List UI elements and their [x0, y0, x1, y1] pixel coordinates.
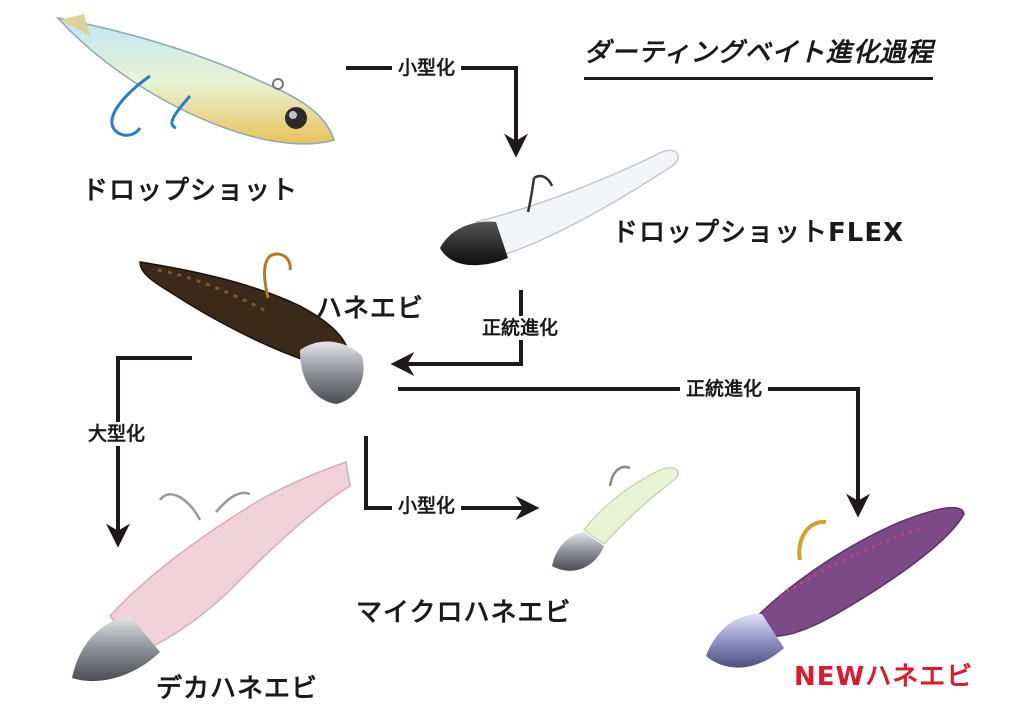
deka-hane-ebi-lure-image [72, 460, 351, 682]
edge-label-hane-to-micro: 小型化 [392, 494, 462, 518]
micro-hane-ebi-lure-image [552, 465, 680, 571]
hane-ebi-lure-image [139, 252, 364, 404]
connector-flex-to-hane [390, 290, 523, 376]
node-label-drop-shot: ドロップショット [82, 176, 299, 206]
connector-hane-to-new [398, 387, 870, 518]
connector-drop-to-flex [346, 66, 528, 158]
drop-shot-lure-image [55, 14, 335, 145]
edge-label-hane-to-deka: 大型化 [82, 422, 152, 446]
edge-label-drop-to-flex: 小型化 [392, 56, 462, 80]
drop-shot-flex-lure-image [440, 149, 680, 266]
connector-hane-to-micro [364, 436, 540, 520]
node-label-micro-hane-ebi: マイクロハネエビ [356, 598, 572, 628]
connector-hane-to-deka [106, 356, 192, 548]
edge-label-flex-to-hane: 正統進化 [476, 316, 565, 340]
node-label-hane-ebi: ハネエビ [316, 294, 425, 324]
node-label-deka-hane-ebi: デカハネエビ [156, 674, 319, 704]
new-hane-ebi-lure-image [706, 506, 965, 668]
node-label-drop-shot-flex: ドロップショットFLEX [612, 218, 905, 248]
diagram-title: ダーティングベイト進化過程 [584, 32, 934, 80]
node-label-new-hane-ebi: NEWハネエビ [794, 662, 974, 692]
edge-label-hane-to-new: 正統進化 [680, 377, 769, 401]
